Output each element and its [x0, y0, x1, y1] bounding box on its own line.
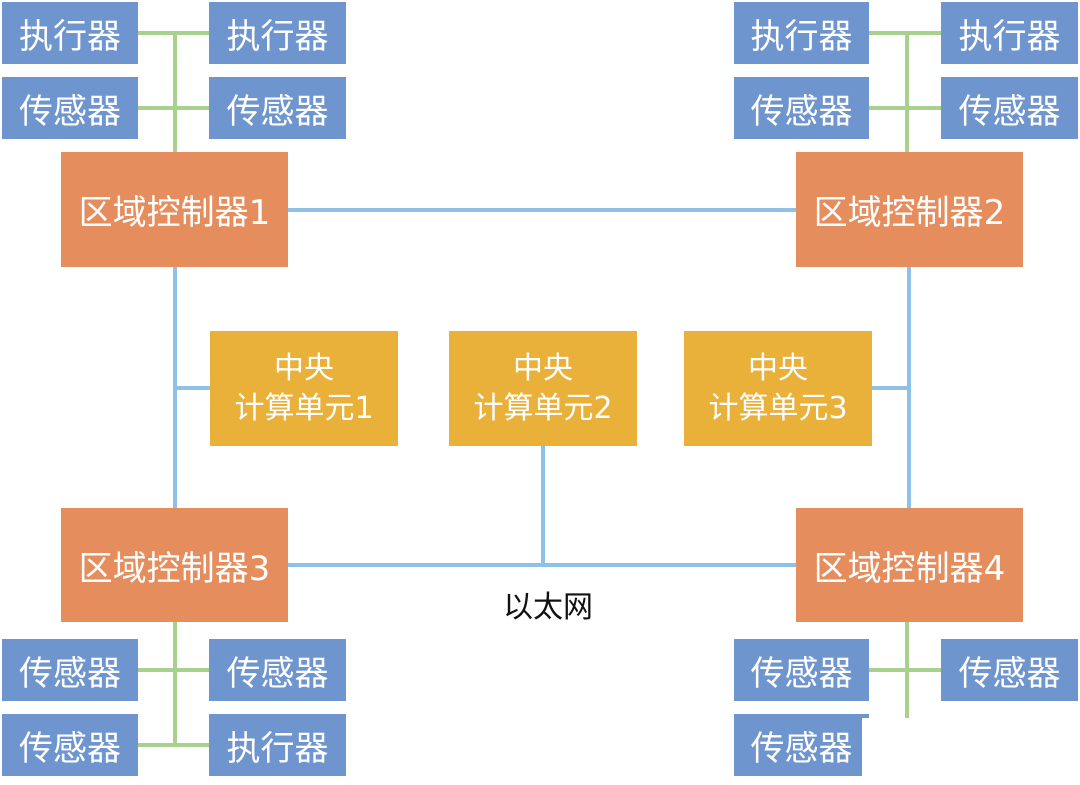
zone3-sensor-1: 传感器: [2, 639, 138, 701]
zone3-actuator: 执行器: [209, 714, 346, 776]
central-unit-2-line2: 计算单元2: [473, 390, 613, 426]
central-unit-1-line1: 中央: [274, 350, 334, 386]
ethernet-label: 以太网: [503, 590, 593, 625]
zone-controller-4: 区域控制器4: [796, 508, 1023, 622]
cropped-area: [862, 718, 1080, 785]
zone-controller-3: 区域控制器3: [61, 508, 288, 622]
central-unit-3-line2: 计算单元3: [708, 390, 848, 426]
zone2-sensor-right: 传感器: [941, 77, 1078, 139]
zone1-actuator-left: 执行器: [2, 2, 138, 64]
zone2-actuator-right: 执行器: [941, 2, 1078, 64]
zone2-sensor-left: 传感器: [734, 77, 869, 139]
central-unit-2: 中央 计算单元2: [449, 331, 637, 446]
zone-controller-2: 区域控制器2: [796, 152, 1023, 267]
central-unit-3: 中央 计算单元3: [684, 331, 872, 446]
zone3-sensor-3: 传感器: [2, 714, 138, 776]
central-unit-2-line1: 中央: [513, 350, 573, 386]
zone4-sensor-3: 传感器: [734, 714, 869, 776]
zone2-actuator-left: 执行器: [734, 2, 869, 64]
zone4-sensor-2: 传感器: [941, 639, 1078, 701]
zone1-sensor-left: 传感器: [2, 77, 138, 139]
central-unit-1-line2: 计算单元1: [234, 390, 374, 426]
zone3-sensor-2: 传感器: [209, 639, 346, 701]
zone1-actuator-right: 执行器: [209, 2, 346, 64]
central-unit-1: 中央 计算单元1: [210, 331, 398, 446]
zone1-sensor-right: 传感器: [209, 77, 346, 139]
zone4-sensor-1: 传感器: [734, 639, 869, 701]
central-unit-3-line1: 中央: [748, 350, 808, 386]
zone-controller-1: 区域控制器1: [61, 152, 288, 267]
